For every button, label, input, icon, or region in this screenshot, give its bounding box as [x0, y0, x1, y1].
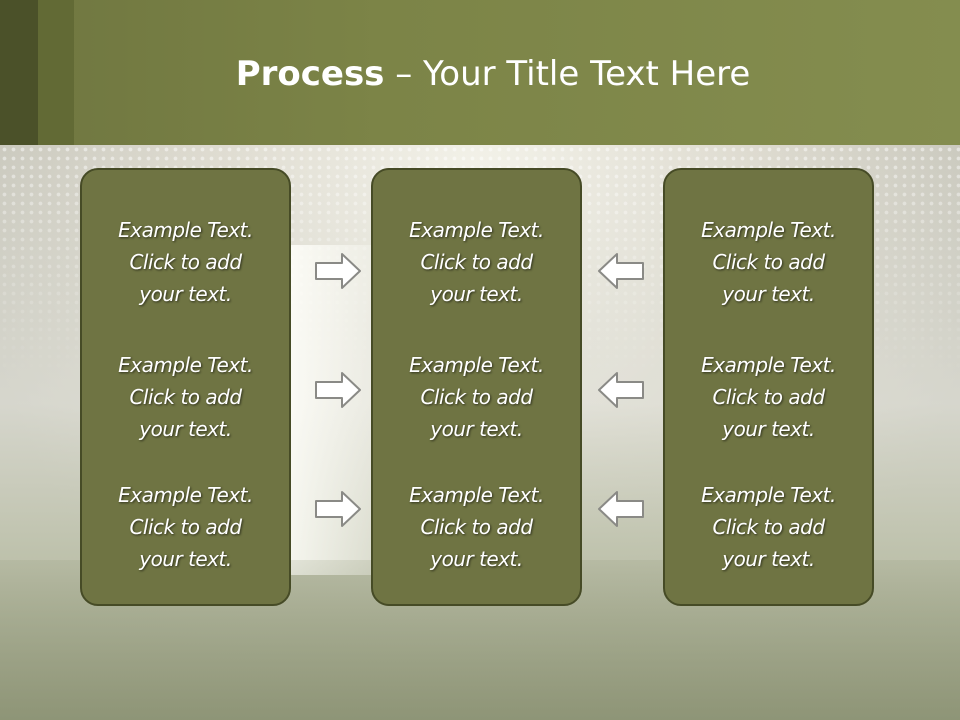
text-box-left[interactable]: Example Text. Click to add your text. Ex…	[80, 168, 291, 606]
left-arrow-icon[interactable]	[597, 370, 645, 410]
text-placeholder[interactable]: Example Text. Click to add your text.	[701, 483, 836, 571]
title-bar	[0, 0, 960, 145]
text-box-right[interactable]: Example Text. Click to add your text. Ex…	[663, 168, 874, 606]
text-placeholder[interactable]: Example Text. Click to add your text.	[701, 218, 836, 306]
text-placeholder[interactable]: Example Text. Click to add your text.	[701, 353, 836, 441]
title-bold: Process	[235, 54, 385, 94]
right-arrow-icon[interactable]	[314, 251, 362, 291]
slide-title[interactable]: Process – Your Title Text Here	[0, 52, 960, 96]
left-arrow-icon[interactable]	[597, 251, 645, 291]
text-placeholder[interactable]: Example Text. Click to add your text.	[409, 483, 544, 571]
header-accent-stripe-dark	[0, 0, 38, 145]
right-arrow-icon[interactable]	[314, 489, 362, 529]
text-placeholder[interactable]: Example Text. Click to add your text.	[118, 218, 253, 306]
background-door	[290, 245, 380, 575]
text-box-center[interactable]: Example Text. Click to add your text. Ex…	[371, 168, 582, 606]
text-placeholder[interactable]: Example Text. Click to add your text.	[409, 353, 544, 441]
right-arrow-icon[interactable]	[314, 370, 362, 410]
left-arrow-icon[interactable]	[597, 489, 645, 529]
title-rest: – Your Title Text Here	[384, 54, 751, 94]
header-accent-stripe	[38, 0, 74, 145]
text-placeholder[interactable]: Example Text. Click to add your text.	[118, 353, 253, 441]
text-placeholder[interactable]: Example Text. Click to add your text.	[409, 218, 544, 306]
text-placeholder[interactable]: Example Text. Click to add your text.	[118, 483, 253, 571]
